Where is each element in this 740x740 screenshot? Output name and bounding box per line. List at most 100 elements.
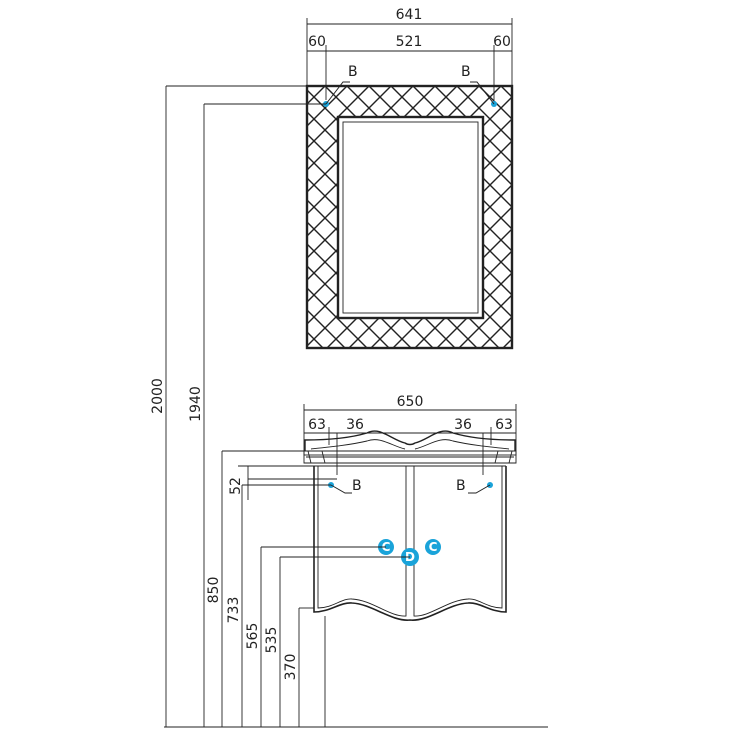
mirror-mount-left-label: B — [348, 64, 358, 80]
lattice-line — [307, 86, 480, 348]
lattice-line — [545, 86, 740, 348]
cabinet-mount-left-leader — [330, 484, 352, 494]
mirror-inner-width: 521 — [396, 34, 423, 50]
lattice-line — [458, 86, 512, 348]
lattice-line — [326, 86, 512, 348]
lattice-line — [414, 86, 512, 348]
lattice-line — [0, 86, 235, 348]
lattice-line — [613, 86, 740, 348]
mirror-mount-right-leader — [470, 81, 495, 105]
lattice-line — [0, 86, 171, 348]
lattice-line — [721, 86, 740, 348]
mirror-left-margin: 60 — [308, 34, 326, 50]
lattice-line — [567, 86, 740, 348]
lattice-line — [307, 86, 324, 348]
lattice-line — [19, 86, 281, 348]
connection-c-right: C — [425, 539, 441, 555]
lattice-line — [348, 86, 512, 348]
height-2000: 2000 — [150, 378, 166, 414]
mirror-inner-frame — [336, 115, 485, 320]
cabinet-left-offset: 63 — [308, 417, 326, 433]
lattice-line — [0, 86, 105, 348]
cabinet-dimensions: 650 63 36 36 63 — [303, 394, 517, 475]
lattice-line — [633, 86, 740, 348]
cabinet-mount-left-label: B — [352, 478, 362, 494]
lattice-line — [0, 86, 215, 348]
lattice-line — [307, 86, 500, 348]
lattice-line — [701, 86, 740, 348]
lattice-line — [655, 86, 740, 348]
lattice-line — [307, 86, 458, 348]
lattice-line — [370, 86, 512, 348]
svg-text:C: C — [382, 540, 391, 554]
mirror-mount-left-leader — [325, 81, 350, 105]
lattice-line — [635, 86, 740, 348]
lattice-line — [589, 86, 740, 348]
lattice-line — [611, 86, 740, 348]
lattice-line — [307, 86, 456, 348]
svg-text:C: C — [429, 540, 438, 554]
lattice-line — [0, 86, 127, 348]
lattice-line — [525, 86, 740, 348]
lattice-line — [307, 86, 414, 348]
lattice-line — [657, 86, 740, 348]
mirror-outer-frame — [305, 84, 514, 350]
lattice-line — [307, 86, 512, 348]
lattice-line — [307, 86, 502, 348]
lattice-line — [307, 86, 478, 348]
lattice-line — [307, 86, 434, 348]
cabinet-body — [313, 466, 507, 621]
lattice-line — [591, 86, 740, 348]
lattice-line — [307, 86, 370, 348]
lattice-line — [392, 86, 512, 348]
mirror-mount-right-label: B — [461, 64, 471, 80]
lattice-line — [307, 86, 512, 348]
lattice-line — [0, 86, 259, 348]
height-370: 370 — [283, 654, 299, 681]
height-535: 535 — [264, 627, 280, 654]
mirror: B B — [0, 64, 740, 350]
lattice-line — [307, 86, 368, 348]
lattice-line — [307, 86, 512, 348]
lattice-line — [0, 86, 39, 348]
cabinet-right-offset: 63 — [495, 417, 513, 433]
height-565: 565 — [245, 623, 261, 650]
lattice-line — [0, 86, 61, 348]
lattice-line — [0, 86, 17, 348]
lattice-line — [17, 86, 279, 348]
vanity-cabinet: B B C D C — [303, 430, 517, 621]
cabinet-backsplash — [304, 430, 516, 451]
lattice-line — [480, 86, 512, 348]
height-850: 850 — [206, 577, 222, 604]
lattice-line — [390, 86, 512, 348]
height-dimensions: 2000 1940 850 52 733 565 535 370 — [150, 85, 548, 728]
lattice-line — [412, 86, 512, 348]
lattice-line — [0, 86, 83, 348]
lattice-line — [368, 86, 512, 348]
lattice-line — [0, 86, 169, 348]
lattice-line — [0, 86, 193, 348]
lattice-line — [502, 86, 512, 348]
lattice-line — [523, 86, 740, 348]
lattice-line — [456, 86, 512, 348]
lattice-line — [478, 86, 512, 348]
lattice-line — [0, 86, 149, 348]
height-1940: 1940 — [188, 386, 204, 422]
lattice-line — [0, 86, 191, 348]
lattice-line — [434, 86, 512, 348]
lattice-line — [0, 86, 257, 348]
lattice-line — [307, 86, 412, 348]
lattice-line — [324, 86, 512, 348]
lattice-line — [41, 86, 303, 348]
mirror-overall-width: 641 — [396, 7, 423, 23]
mirror-right-margin: 60 — [493, 34, 511, 50]
lattice-line — [0, 86, 213, 348]
height-52: 52 — [228, 477, 244, 495]
cabinet-left-inner: 36 — [346, 417, 364, 433]
lattice-line — [500, 86, 512, 348]
lattice-line — [307, 86, 346, 348]
mirror-glass-edge — [342, 121, 479, 314]
lattice-line — [679, 86, 740, 348]
lattice-line — [307, 86, 436, 348]
lattice-line — [307, 86, 512, 348]
